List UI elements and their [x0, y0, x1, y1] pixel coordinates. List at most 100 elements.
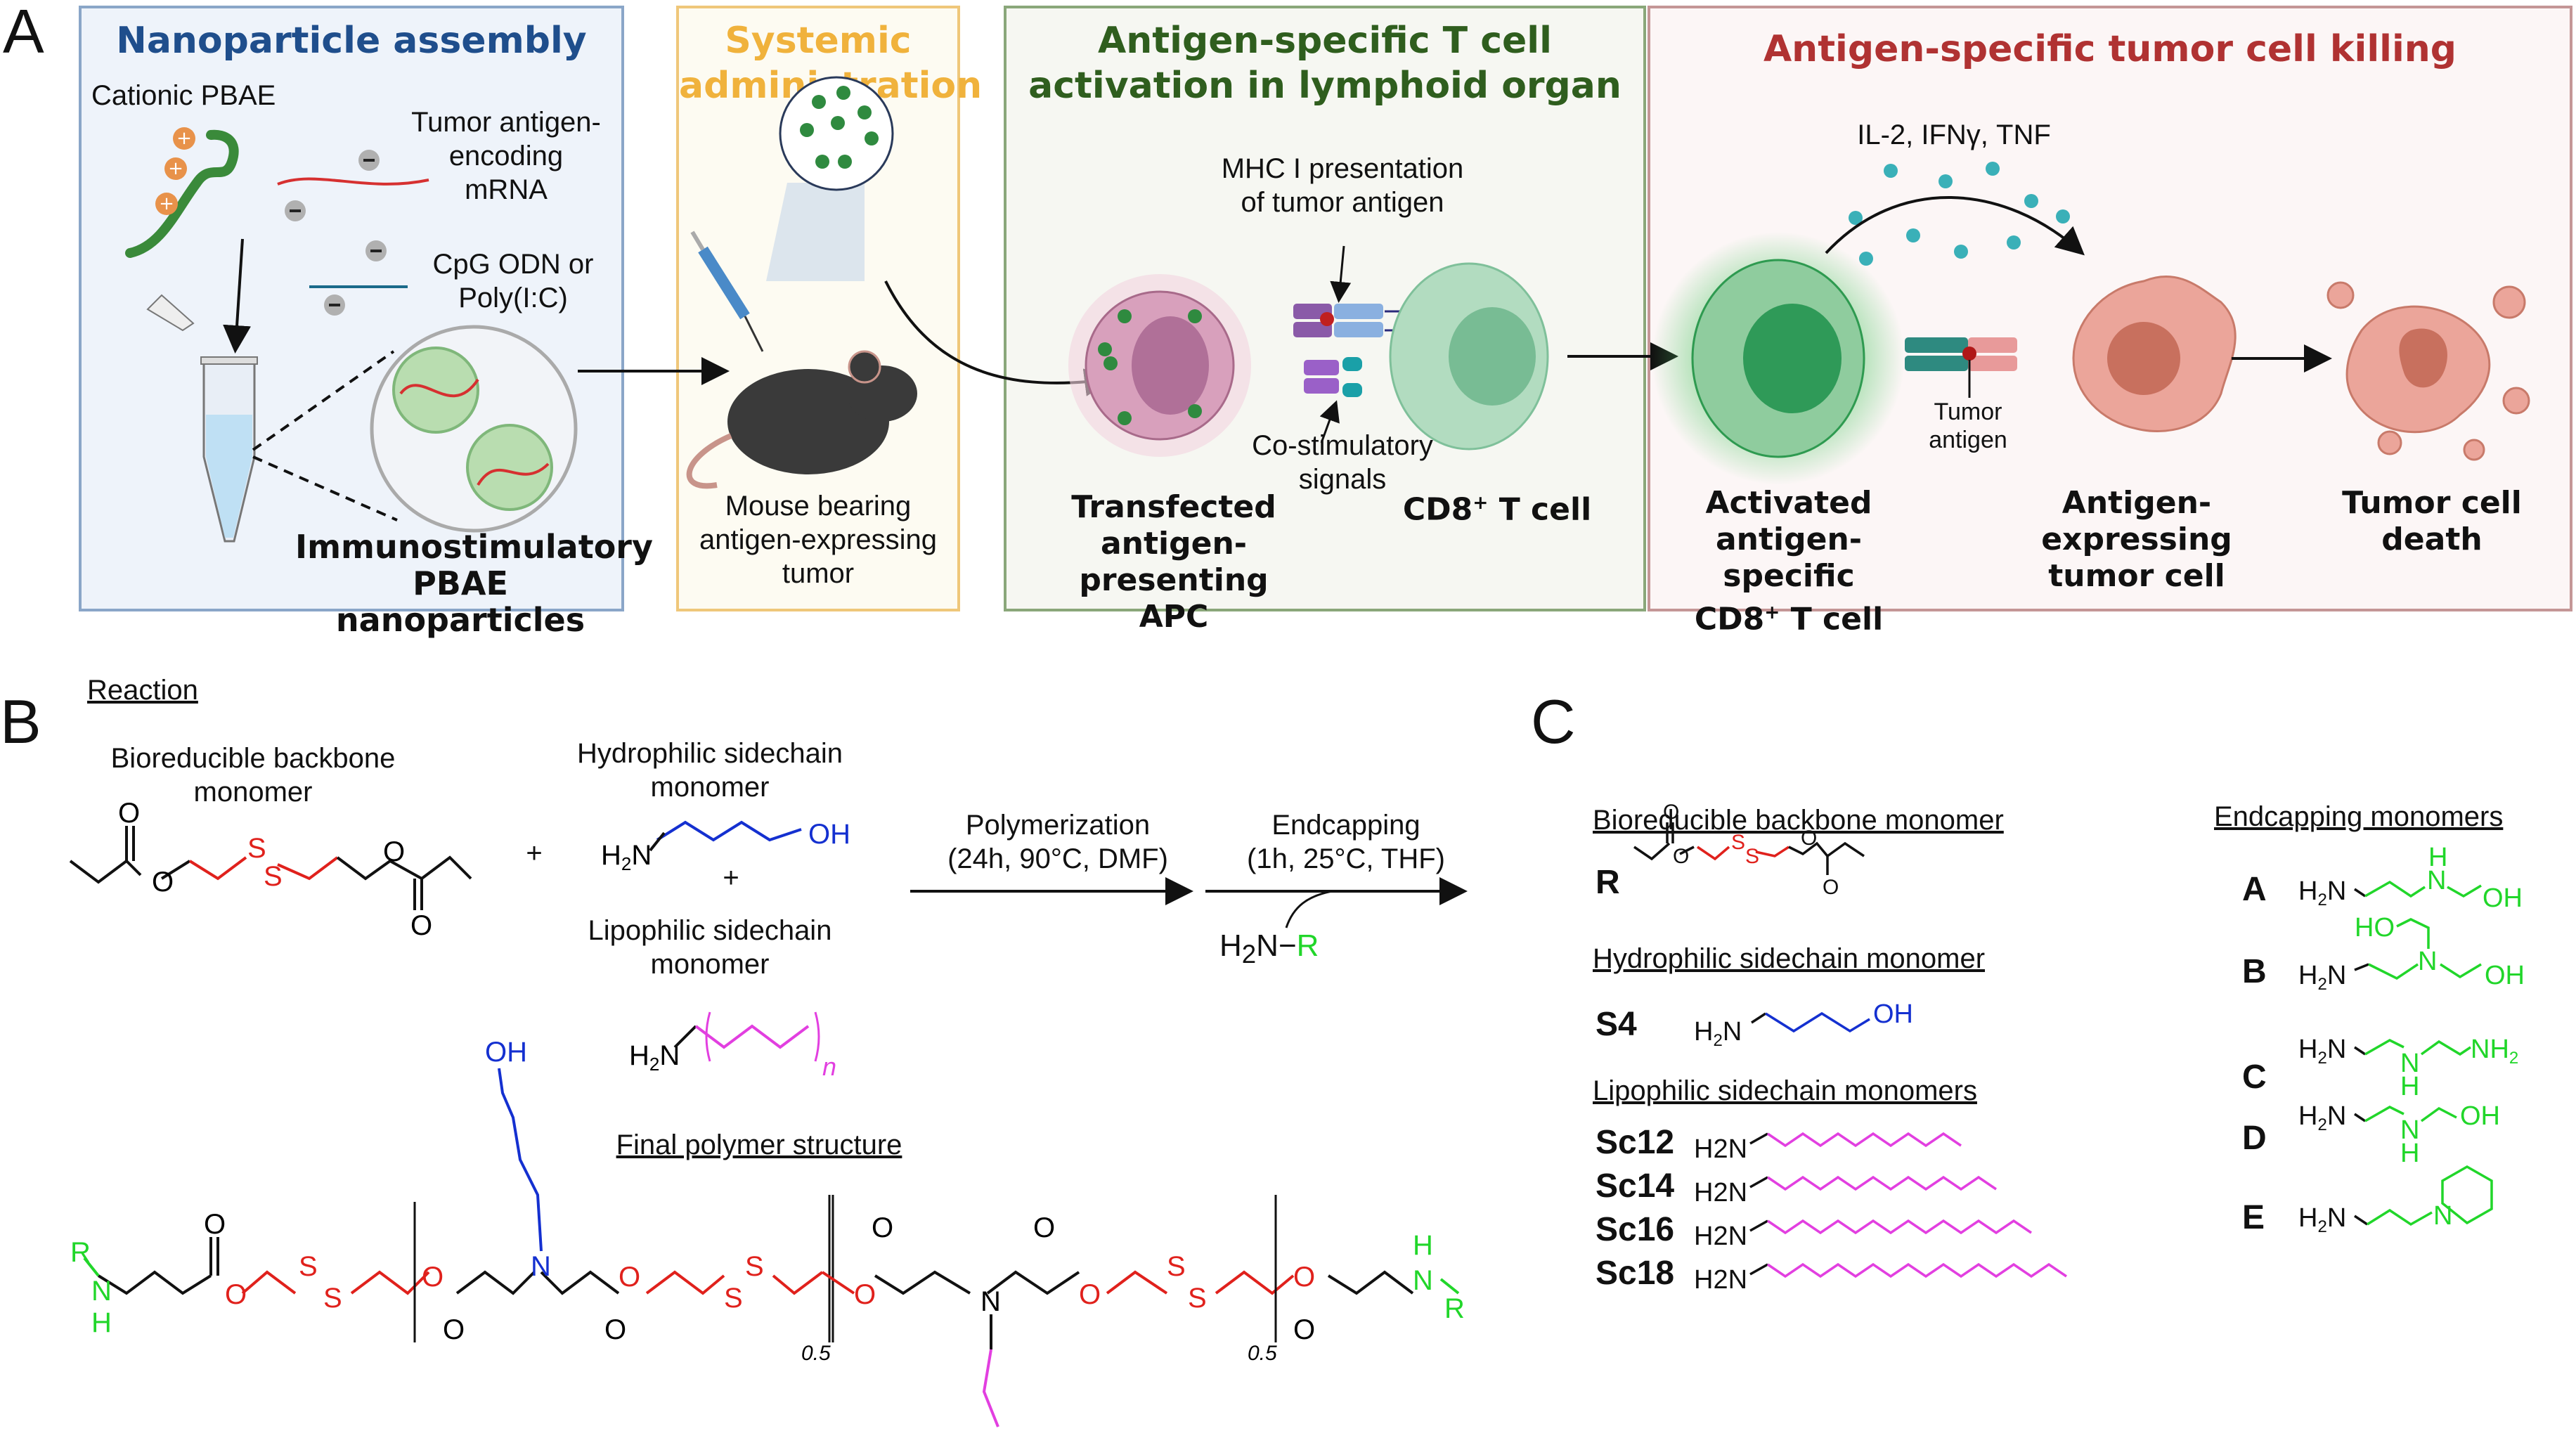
svg-text:S: S	[724, 1283, 743, 1314]
monomer-code-sc16: Sc16	[1596, 1211, 1675, 1248]
final-polymer-heading: Final polymer structure	[616, 1129, 902, 1160]
svg-text:N: N	[91, 1276, 112, 1307]
svg-text:OH: OH	[485, 1037, 527, 1068]
activated-t-cell-icon	[1652, 232, 1905, 485]
positive-charge-icon: +	[155, 193, 178, 215]
backbone-heading: Bioreducible backbone monomer	[1593, 805, 2004, 836]
svg-text:+: +	[176, 128, 192, 149]
reaction-heading: Reaction	[87, 675, 198, 706]
panel-a-illustrations: + + +	[125, 76, 2530, 543]
tcr-antigen-complex-icon	[1905, 337, 2017, 398]
svg-text:NH2: NH2	[2471, 1035, 2518, 1068]
svg-text:OH: OH	[1873, 999, 1913, 1029]
svg-text:O: O	[1823, 876, 1839, 899]
svg-text:HO: HO	[2355, 913, 2395, 943]
endcap-code-d: D	[2242, 1120, 2267, 1157]
svg-text:R: R	[70, 1237, 91, 1268]
svg-text:n: n	[822, 1052, 836, 1081]
svg-text:N: N	[2400, 1049, 2419, 1078]
svg-text:N: N	[2400, 1115, 2419, 1145]
final-polymer-structure	[83, 1068, 1460, 1427]
lipophilic-chain	[694, 1024, 810, 1049]
h2n-label: H2N	[1694, 1134, 1747, 1164]
panel-a-letter: A	[3, 0, 44, 66]
svg-text:R: R	[1444, 1293, 1465, 1324]
svg-text:S: S	[323, 1283, 342, 1314]
svg-text:N: N	[2433, 1201, 2452, 1231]
svg-text:O: O	[1293, 1262, 1315, 1293]
endcap-c-structure: H2N NH NH2	[2298, 1035, 2518, 1101]
step-title: Nanoparticle assembly	[116, 20, 587, 62]
svg-text:O: O	[422, 1262, 444, 1293]
svg-text:H: H	[2428, 843, 2447, 872]
atom-o: O	[872, 1212, 893, 1243]
svg-text:O: O	[225, 1279, 247, 1310]
atom-o: O	[410, 910, 432, 941]
monomer-code-s4: S4	[1596, 1006, 1637, 1043]
svg-text:S: S	[1167, 1251, 1186, 1282]
svg-text:+: +	[159, 193, 174, 214]
endcap-a-structure: H2N NH OH	[2298, 843, 2523, 913]
svg-text:O: O	[854, 1279, 876, 1310]
svg-text:OH: OH	[808, 819, 850, 850]
negative-charge-icon	[358, 150, 380, 171]
h2n-label: H2N	[629, 1040, 680, 1075]
svg-text:H: H	[2400, 1139, 2419, 1168]
costimulatory-receptor-icon	[1304, 357, 1362, 397]
svg-text:N: N	[1413, 1265, 1433, 1296]
cd8-t-cell-icon	[1389, 262, 1549, 451]
pbae-polymer-icon	[125, 129, 239, 258]
svg-text:0.5: 0.5	[1248, 1342, 1277, 1365]
panel-c-letter: C	[1531, 687, 1576, 756]
mrna-strand-icon	[277, 177, 429, 186]
mouse-icon	[686, 350, 917, 489]
svg-text:H: H	[1413, 1230, 1433, 1261]
svg-text:S: S	[1745, 845, 1759, 868]
svg-text:H2N: H2N	[1694, 1017, 1742, 1050]
hydrophilic-chain	[656, 820, 802, 842]
h2n-label: H2N	[1694, 1265, 1747, 1295]
nanoparticle-icon	[466, 424, 553, 511]
svg-text:O: O	[1079, 1279, 1101, 1310]
endcap-code-a: A	[2242, 871, 2267, 908]
endcap-e-structure: H2N N	[2298, 1165, 2493, 1236]
svg-text:H: H	[2400, 1072, 2419, 1101]
lipophilic-heading: Lipophilic sidechain monomers	[1593, 1075, 1977, 1106]
svg-text:+: +	[168, 158, 183, 179]
atom-o: O	[1033, 1212, 1055, 1243]
atom-o: O	[204, 1209, 226, 1240]
atom-s: S	[264, 861, 283, 892]
svg-text:S: S	[1188, 1283, 1207, 1314]
svg-text:N: N	[2418, 947, 2437, 976]
tumor-cell-icon	[2072, 275, 2237, 432]
monomer-code-sc18: Sc18	[1596, 1255, 1675, 1292]
nanoparticle-zoom-circle	[370, 325, 578, 533]
svg-text:N: N	[980, 1286, 1001, 1317]
svg-text:H2N: H2N	[2298, 1101, 2346, 1134]
endcap-code-b: B	[2242, 953, 2267, 990]
negative-charge-icon	[365, 240, 387, 261]
backbone-monomer-structure	[69, 826, 472, 910]
svg-text:H2N: H2N	[2298, 961, 2346, 994]
plus-sign: +	[723, 862, 739, 893]
endcapping-condition: Endcapping(1h, 25°C, THF)	[1247, 810, 1445, 874]
atom-o: O	[604, 1314, 626, 1345]
h2n-label: H2N	[1694, 1222, 1747, 1251]
svg-text:O: O	[1673, 845, 1689, 868]
svg-text:O: O	[619, 1262, 640, 1293]
monomer-code-sc14: Sc14	[1596, 1167, 1675, 1205]
svg-text:N: N	[2427, 866, 2446, 895]
atom-o: O	[383, 836, 405, 867]
